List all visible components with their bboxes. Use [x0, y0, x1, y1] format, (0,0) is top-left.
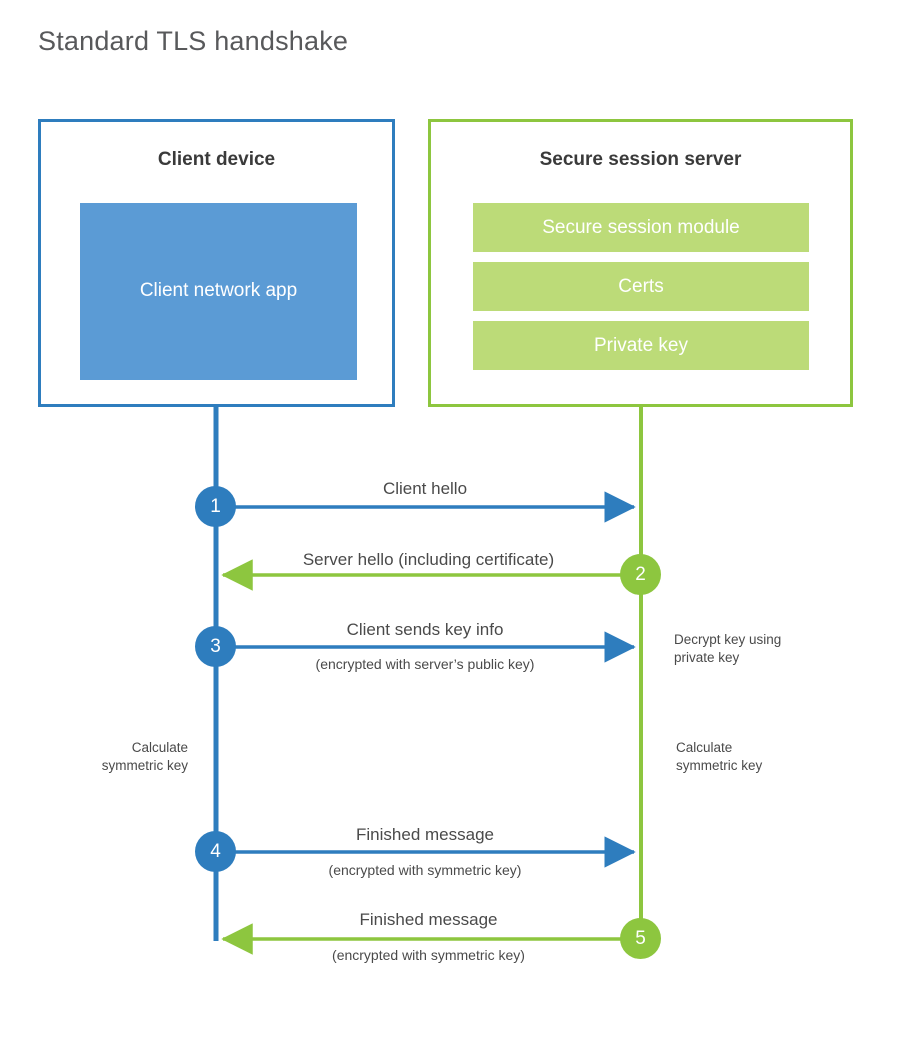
- message-label-step-1: Client hello: [382, 479, 468, 498]
- message-label-step-3: Client sends key info: [346, 620, 504, 639]
- server-component-certs: Certs: [473, 262, 809, 311]
- secure-session-server-title: Secure session server: [539, 149, 742, 170]
- client-device-box: Client device Client network app: [38, 119, 395, 407]
- server-component-secure-session-module: Secure session module: [473, 203, 809, 252]
- step-badge-4[interactable]: 4: [195, 831, 236, 872]
- step-badge-3[interactable]: 3: [195, 626, 236, 667]
- message-sublabel-step-4: (encrypted with symmetric key): [328, 862, 522, 878]
- step-badge-2[interactable]: 2: [620, 554, 661, 595]
- client-device-title: Client device: [157, 149, 276, 170]
- message-label-step-5: Finished message: [359, 910, 498, 929]
- client-network-app-block: Client network app: [80, 203, 357, 380]
- step-badge-1[interactable]: 1: [195, 486, 236, 527]
- message-sublabel-step-3: (encrypted with server’s public key): [315, 656, 535, 672]
- page-title: Standard TLS handshake: [38, 26, 349, 56]
- annotation-client-calculate-symmetric-key: Calculate symmetric key: [101, 740, 188, 774]
- server-component-private-key: Private key: [473, 321, 809, 370]
- message-label-step-4: Finished message: [356, 825, 494, 844]
- message-label-step-2: Server hello (including certificate): [302, 550, 555, 569]
- message-sublabel-step-5: (encrypted with symmetric key): [332, 947, 525, 963]
- annotation-server-decrypt: Decrypt key using private key: [674, 632, 782, 666]
- server-component-list: Secure session module Certs Private key: [473, 203, 809, 370]
- annotation-server-calculate-symmetric-key: Calculate symmetric key: [676, 740, 763, 774]
- step-badge-5[interactable]: 5: [620, 918, 661, 959]
- secure-session-server-box: Secure session server Secure session mod…: [428, 119, 853, 407]
